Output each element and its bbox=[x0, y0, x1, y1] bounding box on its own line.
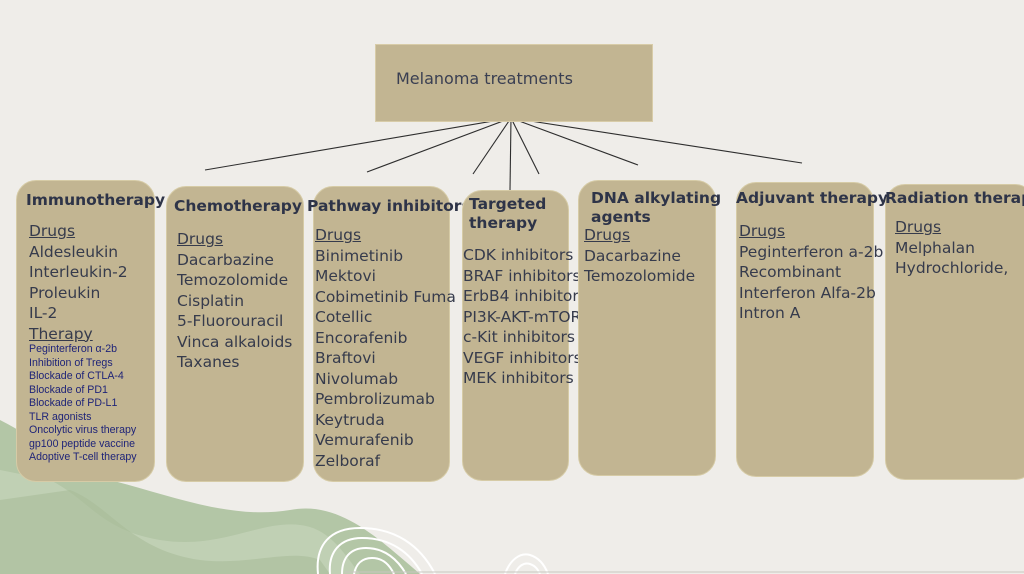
card-list: Drugs Aldesleukin Interleukin-2 Proleuki… bbox=[29, 221, 128, 344]
card-immunotherapy bbox=[16, 180, 155, 482]
list-item: Vinca alkaloids bbox=[177, 332, 293, 351]
card-adjuvant-therapy bbox=[736, 182, 874, 477]
list-item: Oncolytic virus therapy bbox=[29, 424, 137, 436]
list-item: Braftovi bbox=[315, 349, 376, 367]
list-item: Aldesleukin bbox=[29, 242, 119, 261]
card-list: Drugs Binimetinib Mektovi Cobimetinib Fu… bbox=[315, 225, 456, 471]
list-item: Taxanes bbox=[177, 353, 240, 371]
list-item: IL-2 bbox=[29, 304, 58, 322]
green-wave-mid bbox=[0, 490, 330, 574]
list-item: Pembrolizumab bbox=[315, 390, 435, 408]
list-item: 5-Fluorouracil bbox=[177, 312, 284, 330]
card-radiation-therapy bbox=[885, 184, 1024, 480]
list-item: Interferon Alfa-2b bbox=[739, 283, 876, 302]
list-item: gp100 peptide vaccine bbox=[29, 437, 136, 450]
list-item: BRAF inhibitors bbox=[463, 266, 581, 285]
list-item: Encorafenib bbox=[315, 328, 408, 347]
card-title-line: Targeted bbox=[469, 195, 547, 213]
list-item: Mektovi bbox=[315, 267, 376, 285]
therapy-list: Peginterferon α-2b Inhibition of Tregs B… bbox=[29, 343, 137, 465]
list-item: PI3K-AKT-mTOR bbox=[463, 307, 582, 326]
card-title: Pathway inhibitors bbox=[307, 197, 471, 215]
card-list: Drugs Peginterferon a-2b Recombinant Int… bbox=[739, 221, 883, 324]
list-item: Blockade of PD-L1 bbox=[29, 397, 118, 409]
list-item: Temozolomide bbox=[177, 271, 289, 289]
card-list: Drugs Dacarbazine Temozolomide bbox=[584, 225, 695, 287]
drugs-heading: Drugs bbox=[315, 226, 362, 244]
card-title: Immunotherapy bbox=[26, 191, 166, 209]
list-item: Cobimetinib Fuma bbox=[315, 287, 456, 306]
list-item: Melphalan bbox=[895, 238, 976, 257]
list-item: Interleukin-2 bbox=[29, 263, 128, 281]
card-list: Drugs Dacarbazine Temozolomide Cisplatin… bbox=[177, 229, 292, 373]
list-item: Blockade of CTLA-4 bbox=[29, 370, 124, 382]
list-item: Intron A bbox=[739, 304, 801, 322]
list-item: Inhibition of Tregs bbox=[29, 356, 113, 369]
card-title-line: therapy bbox=[469, 214, 538, 232]
drugs-heading: Drugs bbox=[739, 222, 786, 240]
root-node: Melanoma treatments bbox=[375, 44, 653, 122]
list-item: ErbB4 inhibitors bbox=[463, 287, 587, 305]
card-title-line: agents bbox=[591, 208, 651, 226]
therapy-heading: Therapy bbox=[29, 324, 93, 343]
list-item: Binimetinib bbox=[315, 246, 404, 265]
list-item: Dacarbazine bbox=[584, 246, 681, 265]
card-title-line: DNA alkylating bbox=[591, 189, 722, 207]
list-item: Cotellic bbox=[315, 308, 373, 326]
drugs-heading: Drugs bbox=[29, 222, 76, 240]
list-item: Vemurafenib bbox=[315, 431, 414, 449]
list-item: Recombinant bbox=[739, 263, 842, 281]
list-item: Blockade of PD1 bbox=[29, 383, 108, 396]
list-item: Temozolomide bbox=[584, 267, 696, 285]
drugs-heading: Drugs bbox=[584, 226, 631, 244]
list-item: MEK inhibitors bbox=[463, 369, 574, 387]
list-item: Dacarbazine bbox=[177, 250, 274, 269]
list-item: Keytruda bbox=[315, 410, 385, 429]
card-chemotherapy bbox=[166, 186, 304, 482]
list-item: Zelboraf bbox=[315, 451, 381, 470]
card-title: Adjuvant therapy bbox=[736, 189, 889, 207]
card-title: Chemotherapy bbox=[174, 197, 302, 215]
list-item: Adoptive T-cell therapy bbox=[29, 451, 137, 463]
drugs-heading: Drugs bbox=[895, 218, 942, 236]
card-pathway-inhibitors bbox=[313, 186, 450, 482]
list-item: Proleukin bbox=[29, 283, 101, 302]
contour-lines bbox=[316, 526, 549, 574]
card-title: Radiation therap bbox=[885, 189, 1024, 207]
card-title: Targeted therapy bbox=[469, 195, 546, 233]
card-dna-alkylating bbox=[578, 180, 716, 476]
list-item: Peginterferon α-2b bbox=[29, 343, 117, 355]
list-item: TLR agonists bbox=[29, 410, 92, 423]
list-item: Nivolumab bbox=[315, 369, 399, 388]
list-item: VEGF inhibitors bbox=[463, 348, 582, 367]
card-title: DNA alkylating agents bbox=[591, 189, 721, 227]
list-item: Cisplatin bbox=[177, 291, 245, 310]
list-item: Peginterferon a-2b bbox=[739, 242, 884, 261]
list-item: CDK inhibitors bbox=[463, 246, 574, 264]
root-label: Melanoma treatments bbox=[396, 69, 573, 88]
card-list: Drugs Melphalan Hydrochloride, bbox=[895, 217, 1008, 279]
card-targeted-therapy bbox=[462, 190, 569, 481]
list-item: c-Kit inhibitors bbox=[463, 328, 576, 346]
card-list: CDK inhibitors BRAF inhibitors ErbB4 inh… bbox=[463, 245, 587, 389]
list-item: Hydrochloride, bbox=[895, 259, 1009, 277]
drugs-heading: Drugs bbox=[177, 230, 224, 248]
